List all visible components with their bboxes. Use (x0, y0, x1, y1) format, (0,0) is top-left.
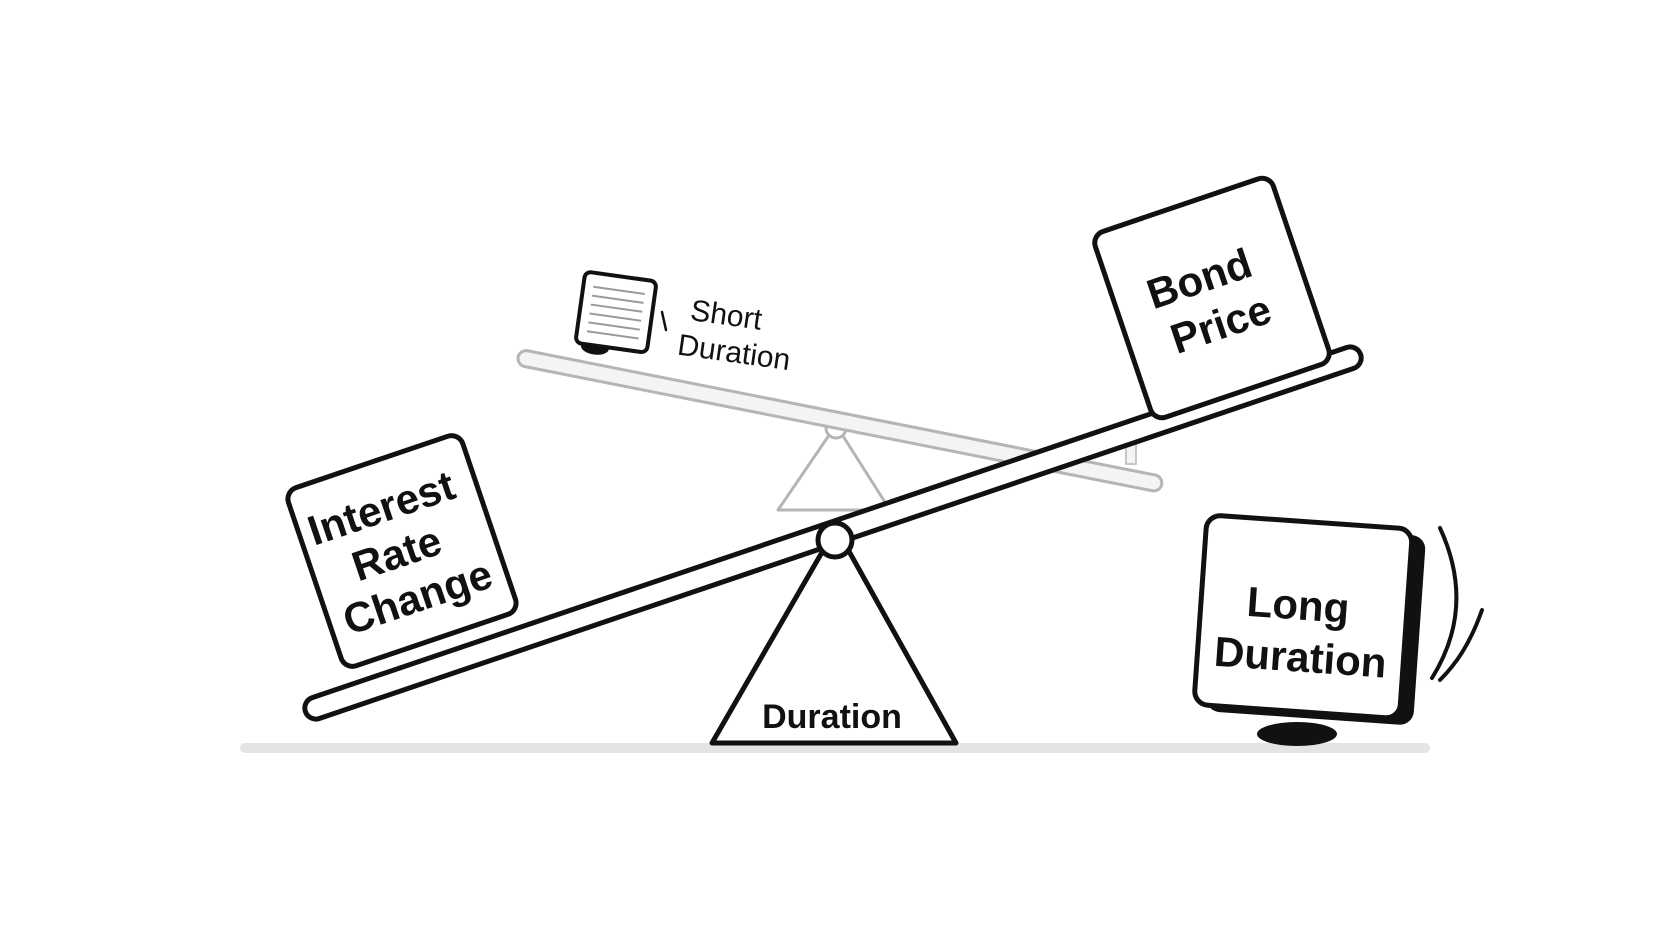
ghost-fulcrum (776, 423, 892, 512)
main-seesaw: Duration (302, 344, 1364, 746)
short-duration-document (574, 270, 658, 355)
bond-price-frame (1092, 175, 1332, 421)
interest-rate-change-frame (285, 433, 519, 669)
long-duration-box: Long Duration (1192, 513, 1426, 746)
ghost-seesaw (516, 349, 1164, 512)
long-duration-frame (1192, 513, 1415, 721)
long-duration-shadow (1257, 722, 1337, 746)
long-duration-label: Long Duration (1213, 576, 1392, 687)
ghost-plank (516, 349, 1164, 493)
document-icon (574, 270, 658, 355)
motion-arc-inner (1438, 608, 1484, 682)
wobble-mark-small (660, 310, 668, 332)
interest-rate-change-box: Interest Rate Change (285, 433, 519, 669)
motion-arc-outer (1430, 526, 1459, 680)
pivot-circle (815, 520, 855, 560)
document-lines (586, 285, 645, 340)
long-duration-line-1: Long (1245, 578, 1351, 632)
fulcrum-triangle (709, 525, 959, 746)
short-duration-line-2: Duration (676, 329, 793, 377)
bond-price-box: Bond Price (1092, 175, 1332, 421)
fulcrum-label: Duration (762, 698, 902, 736)
short-duration-label: Short Duration (676, 293, 798, 377)
